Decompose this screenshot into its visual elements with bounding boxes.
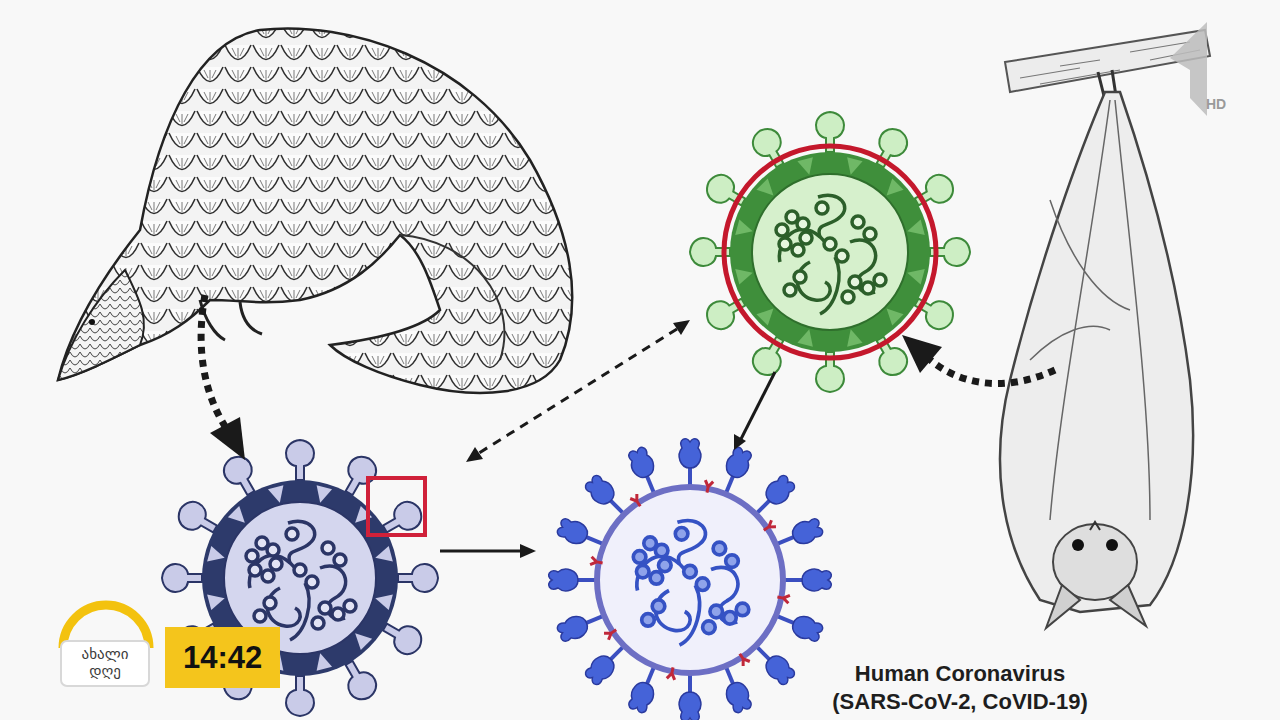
show-logo: ახალი დღე: [60, 640, 150, 687]
hd-watermark: HD: [1206, 96, 1226, 112]
pangolin-virus: [162, 440, 438, 716]
highlight-square: [368, 478, 425, 535]
human-virus: [549, 439, 832, 720]
bat-illustration: [1000, 30, 1210, 628]
channel-logo: [1170, 22, 1207, 116]
bat-virus: [690, 112, 970, 392]
node-text: 14:42: [183, 639, 262, 676]
pangolin-illustration: [58, 29, 572, 393]
time-box: 14:42: [165, 627, 280, 688]
virus-caption: Human Coronavirus (SARS-CoV-2, CoVID-19): [815, 660, 1105, 715]
arrows: [201, 295, 1055, 558]
node-text: ახალი დღე: [74, 646, 136, 681]
